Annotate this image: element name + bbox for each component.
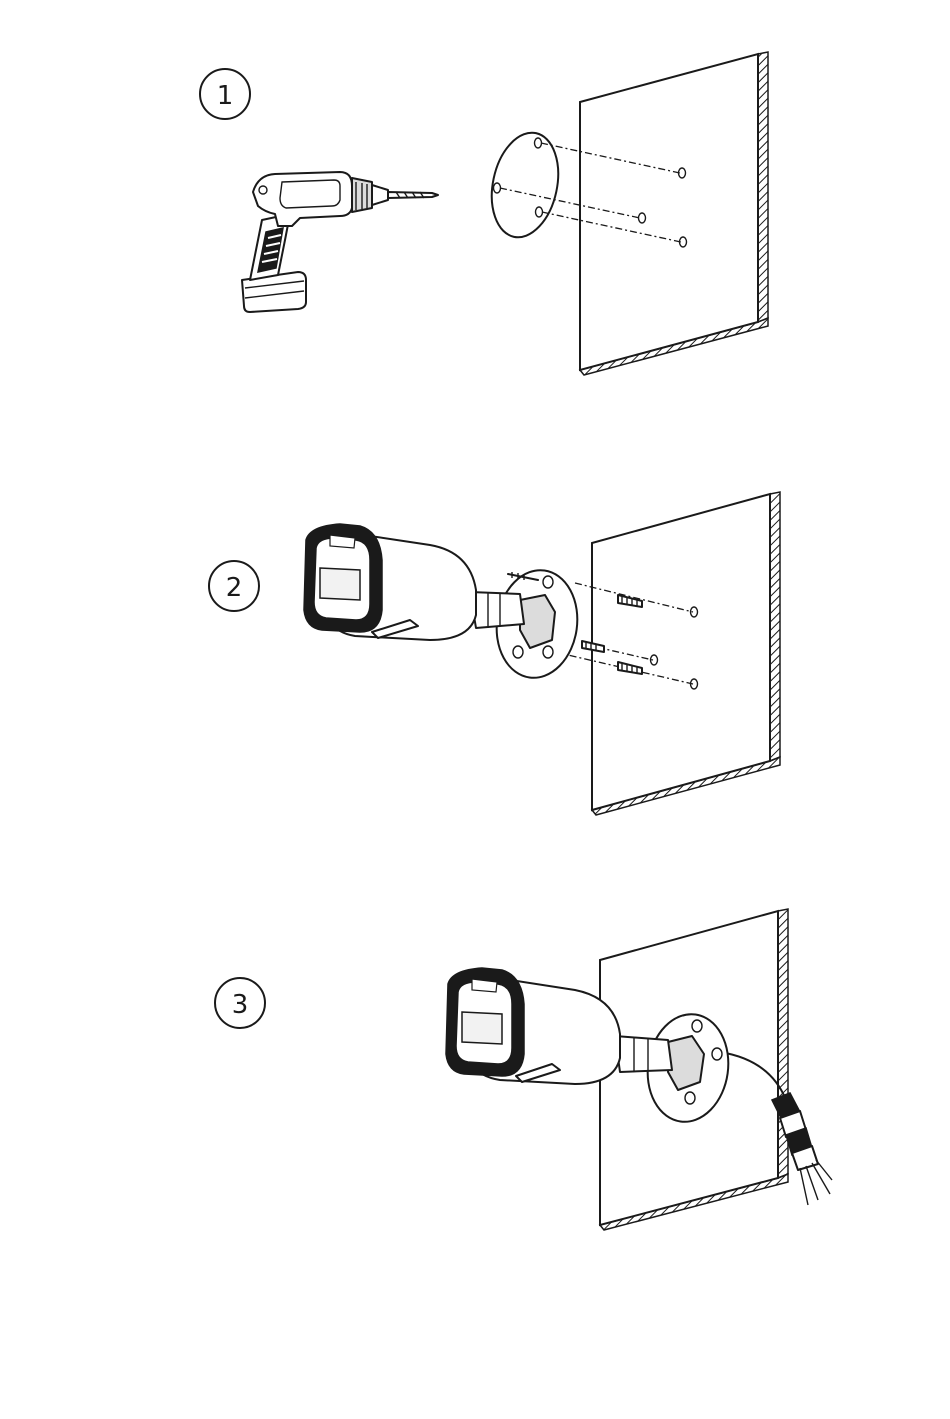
- wall-2: [592, 492, 780, 815]
- step-3-number: 3: [232, 990, 249, 1020]
- wall-1: [580, 52, 768, 375]
- mounting-template: [483, 127, 568, 244]
- step-1: 1: [200, 52, 768, 375]
- step-3: 3: [215, 909, 832, 1230]
- camera-icon: [304, 524, 524, 640]
- step-1-number: 1: [217, 81, 234, 111]
- drill-icon: [242, 172, 438, 312]
- step-2: 2: [209, 492, 780, 815]
- step-2-number: 2: [226, 573, 243, 603]
